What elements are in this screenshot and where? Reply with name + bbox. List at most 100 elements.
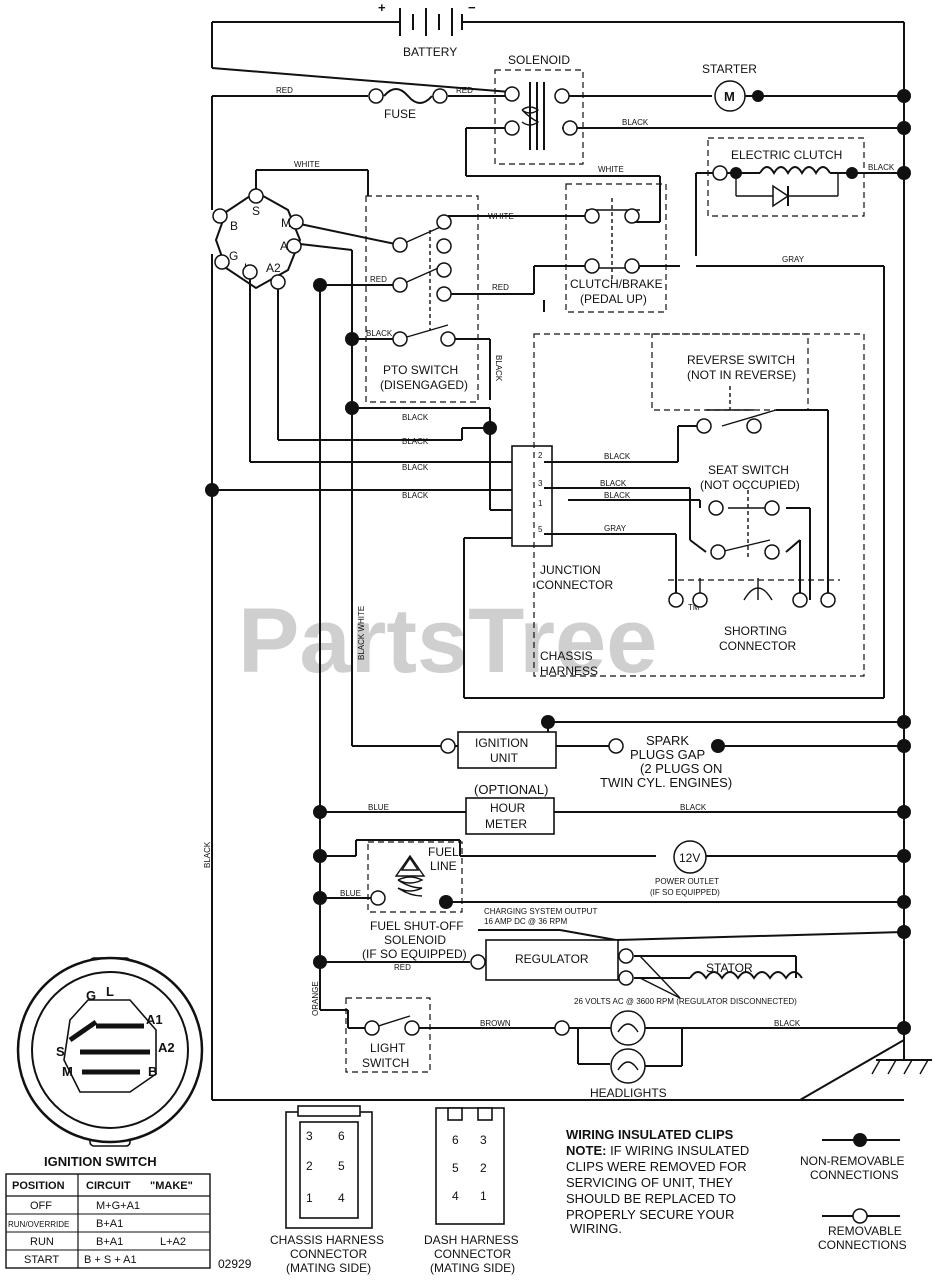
headlights: HEADLIGHTS	[590, 1010, 667, 1100]
watermark-tm: TM	[688, 603, 700, 612]
shorting-label-2: CONNECTOR	[719, 639, 796, 653]
wire-label-blue-2: BLUE	[340, 889, 361, 898]
battery-minus: −	[468, 0, 476, 15]
ign-face-b: B	[148, 1064, 157, 1079]
charging-label-2: 16 AMP DC @ 36 RPM	[484, 917, 567, 926]
terminal-s: S	[252, 204, 260, 218]
legend-nonremovable-1: NON-REMOVABLE	[800, 1154, 904, 1168]
wire-label-red-5: RED	[394, 963, 411, 972]
fuse-label: FUSE	[384, 107, 416, 121]
terminal-a2: A2	[266, 261, 281, 275]
hour-meter-label-1: HOUR	[490, 801, 526, 815]
optional-label: (OPTIONAL)	[474, 782, 548, 797]
wire-label-red-1: RED	[276, 86, 293, 95]
power-outlet-label-1: POWER OUTLET	[655, 877, 719, 886]
wire-label-black-7: BLACK	[402, 437, 429, 446]
wire-label-black-8: BLACK	[402, 463, 429, 472]
table-cell: RUN	[30, 1236, 54, 1248]
wire-label-blue-1: BLUE	[368, 803, 389, 812]
wire-label-black-13: BLACK	[680, 803, 707, 812]
chassis-harness-connector: 3 6 2 5 1 4 CHASSIS HARNESS CONNECTOR (M…	[270, 1105, 384, 1275]
spark-label-1: SPARK	[646, 733, 689, 748]
watermark: PartsTree	[238, 590, 657, 692]
clutch-brake-label-2: (PEDAL UP)	[580, 292, 647, 306]
table-cell: OFF	[30, 1200, 52, 1212]
clips-line-4: SHOULD BE REPLACED TO	[566, 1191, 736, 1206]
non-removable-connections	[205, 89, 911, 1035]
ignition-unit	[457, 731, 557, 769]
wire-label-black-6: BLACK	[402, 413, 429, 422]
battery-label: BATTERY	[403, 45, 457, 59]
clips-title: WIRING INSULATED CLIPS	[566, 1127, 734, 1142]
wire-label-red-2: RED	[456, 86, 473, 95]
removable-connections	[212, 86, 836, 1036]
fuse-symbol	[383, 88, 433, 104]
clutch-brake-switch: CLUTCH/BRAKE (PEDAL UP)	[565, 183, 667, 313]
starter-motor: M STARTER	[702, 62, 757, 112]
wire-label-white-2: WHITE	[294, 160, 320, 169]
fuel-shutoff-label-2: SOLENOID	[384, 933, 446, 947]
wire-label-orange: ORANGE	[311, 981, 320, 1016]
light-switch: LIGHT SWITCH	[345, 997, 431, 1073]
table-cell: L+A2	[160, 1236, 186, 1248]
terminal-m: M	[281, 216, 291, 230]
dash-harness-connector: 6 3 5 2 4 1 DASH HARNESS CONNECTOR (MATI…	[424, 1107, 519, 1275]
wire-label-gray-1: GRAY	[782, 255, 805, 264]
wire-label-black-11: BLACK	[600, 479, 627, 488]
clips-line-1: NOTE: IF WIRING INSULATED	[566, 1143, 749, 1158]
ignition-unit-label-1: IGNITION	[475, 736, 528, 750]
fuel-line-label-1: FUEL	[428, 845, 459, 859]
terminal-b: B	[230, 219, 238, 233]
clips-line-5: PROPERLY SECURE YOUR	[566, 1207, 734, 1222]
table-cell: B+A1	[96, 1218, 123, 1230]
reverse-switch-label-2: (NOT IN REVERSE)	[687, 368, 796, 382]
clips-note-prefix: NOTE:	[566, 1143, 606, 1158]
wire-label-black-1: BLACK	[622, 118, 649, 127]
pto-switch-label-2: (DISENGAGED)	[380, 378, 468, 392]
electric-clutch-label: ELECTRIC CLUTCH	[731, 148, 842, 162]
dash-pin-2: 2	[480, 1161, 487, 1175]
chassis-pin-4: 4	[338, 1191, 345, 1205]
volts-ac-label: 26 VOLTS AC @ 3600 RPM (REGULATOR DISCON…	[574, 997, 797, 1006]
battery-plus: +	[378, 0, 386, 15]
fuel-shutoff-label-1: FUEL SHUT-OFF	[370, 919, 464, 933]
part-number: 02929	[218, 1257, 252, 1271]
light-switch-label-2: SWITCH	[362, 1056, 409, 1070]
spark-label-2: PLUGS GAP	[630, 747, 705, 762]
wire-label-black-12: BLACK	[604, 491, 631, 500]
chassis-conn-label-1: CHASSIS HARNESS	[270, 1233, 384, 1247]
chassis-harness-label-2: HARNESS	[540, 664, 598, 678]
spark-label-4: TWIN CYL. ENGINES)	[600, 775, 732, 790]
regulator	[485, 939, 619, 981]
power-outlet: 12V POWER OUTLET (IF SO EQUIPPED)	[650, 840, 720, 897]
legend: NON-REMOVABLE CONNECTIONS REMOVABLE CONN…	[800, 1133, 907, 1252]
ignition-unit-label-2: UNIT	[490, 751, 519, 765]
fuel-shutoff-label-3: (IF SO EQUIPPED)	[362, 947, 467, 961]
power-outlet-label-2: (IF SO EQUIPPED)	[650, 888, 720, 897]
chassis-pin-3: 3	[306, 1129, 313, 1143]
chassis-pin-1: 1	[306, 1191, 313, 1205]
table-cell: B+A1	[96, 1236, 123, 1248]
power-outlet-voltage: 12V	[679, 851, 700, 865]
wire-label-black-4: BLACK	[494, 355, 503, 382]
junction-connector: 2 3 1 5 JUNCTION CONNECTOR	[511, 445, 613, 592]
chassis-harness-box	[533, 333, 865, 677]
legend-nonremovable-2: CONNECTIONS	[810, 1168, 899, 1182]
wire-label-black-2: BLACK	[868, 163, 895, 172]
junction-pin-2: 2	[538, 451, 543, 460]
table-header-circuit: CIRCUIT	[86, 1180, 131, 1192]
wire-label-red-3: RED	[370, 275, 387, 284]
pto-switch-label-1: PTO SWITCH	[383, 363, 458, 377]
junction-label-2: CONNECTOR	[536, 578, 613, 592]
electric-clutch: ELECTRIC CLUTCH	[707, 137, 865, 217]
legend-removable-1: REMOVABLE	[828, 1224, 902, 1238]
dash-pin-3: 3	[480, 1133, 487, 1147]
fuel-shutoff-solenoid: FUEL LINE FUEL SHUT-OFF SOLENOID (IF SO …	[362, 841, 467, 961]
junction-label-1: JUNCTION	[540, 563, 601, 577]
clips-line-6: WIRING.	[570, 1221, 622, 1236]
ign-face-g: G	[86, 988, 96, 1003]
seat-switch: SEAT SWITCH (NOT OCCUPIED)	[700, 463, 800, 560]
clips-line-2: CLIPS WERE REMOVED FOR	[566, 1159, 747, 1174]
starter-label: STARTER	[702, 62, 757, 76]
dash-pin-1: 1	[480, 1189, 487, 1203]
